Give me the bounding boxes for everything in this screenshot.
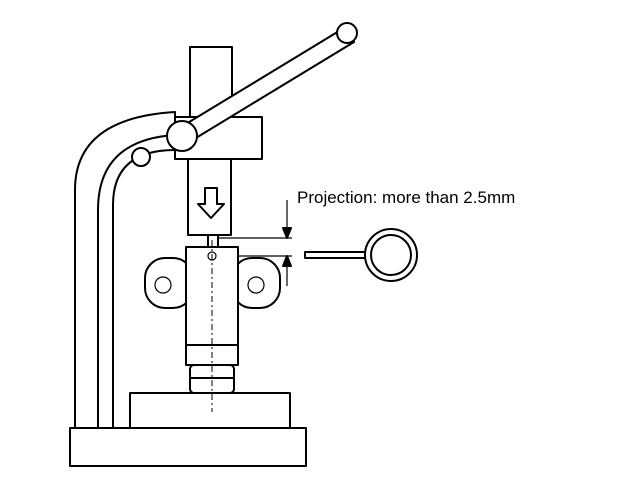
part-right-lug xyxy=(231,257,281,309)
work-bed xyxy=(129,392,291,429)
gauge-ring-inner xyxy=(370,234,412,276)
dimension-arrow-up-icon xyxy=(282,255,292,267)
dimension-arrow-down-icon xyxy=(282,227,292,239)
projection-label: Projection: more than 2.5mm xyxy=(297,188,516,207)
frame-inner-curve xyxy=(97,134,176,211)
press-base xyxy=(69,427,307,467)
lever-pivot-large xyxy=(166,120,198,152)
gauge-handle xyxy=(304,251,370,259)
lever-knob xyxy=(336,22,358,44)
left-lug-hole xyxy=(154,276,172,294)
lever-pivot-small xyxy=(131,147,151,167)
right-lug-hole xyxy=(247,276,265,294)
press-direction-arrow-icon xyxy=(197,187,225,219)
press-pin xyxy=(207,234,219,248)
